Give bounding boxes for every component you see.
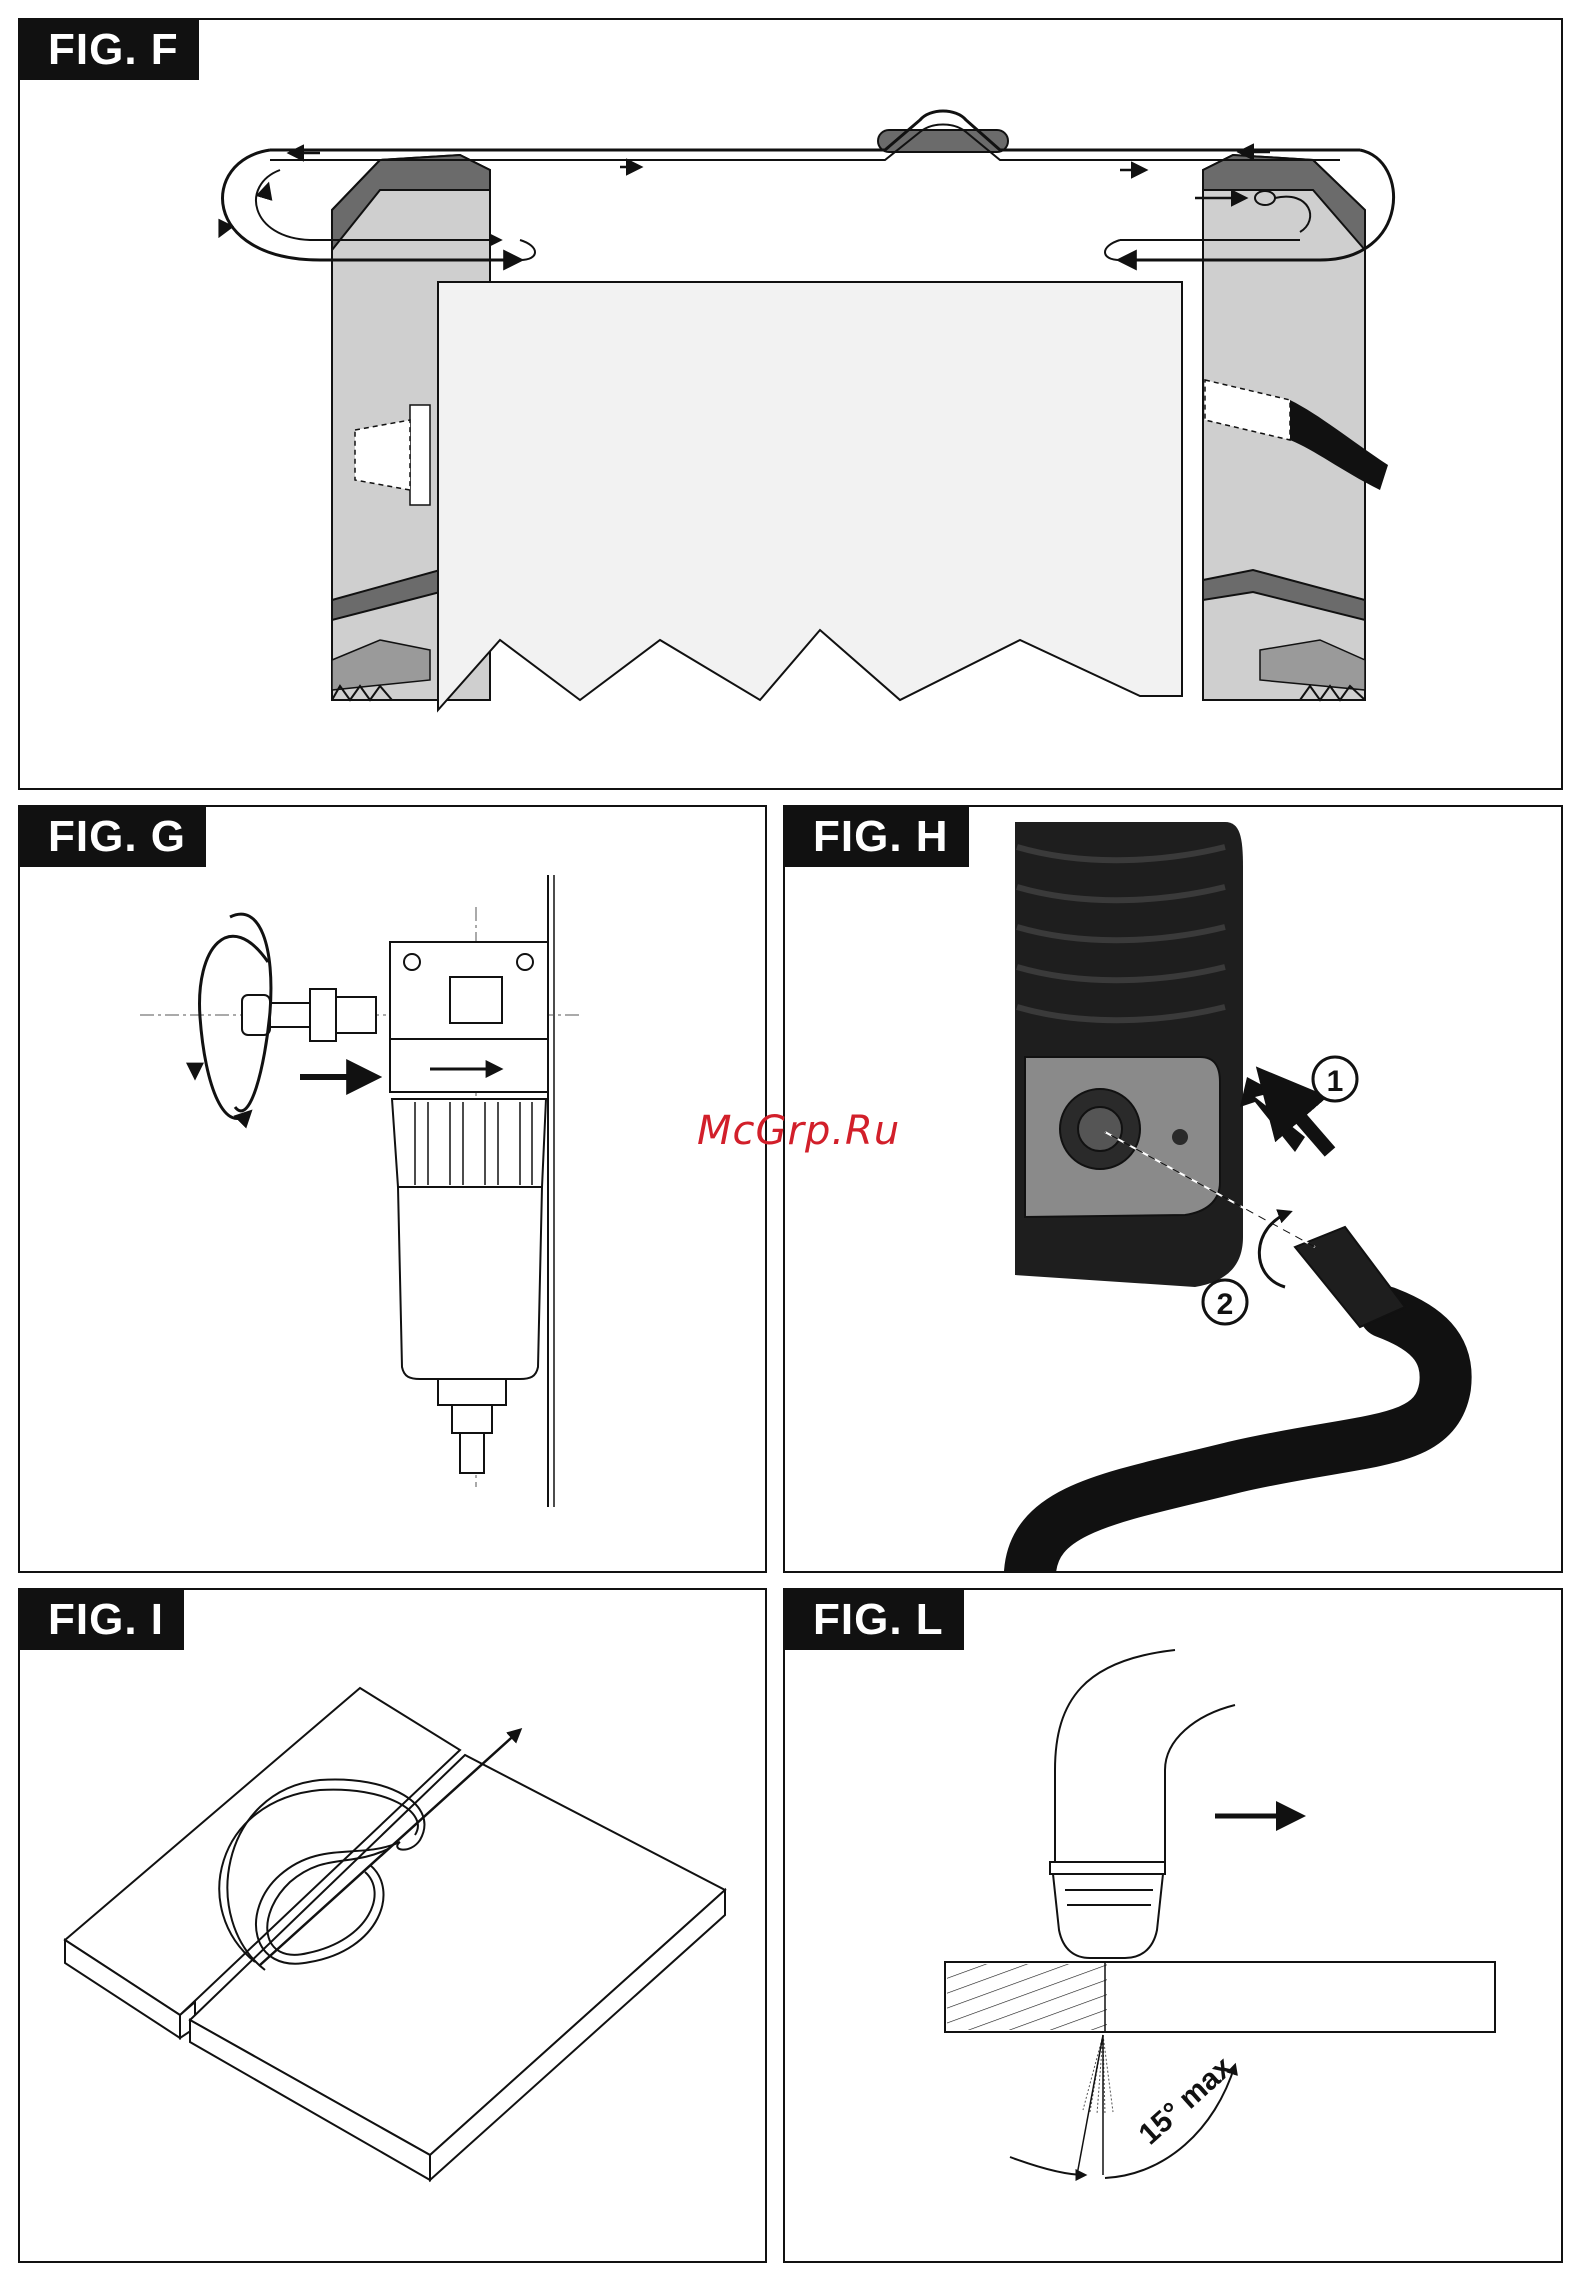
callout-1: 1 <box>1327 1065 1344 1098</box>
figure-g-panel: FIG. G <box>18 805 767 1573</box>
plasma-torch <box>1050 1650 1235 1958</box>
cable-plug <box>1295 1227 1405 1327</box>
watermark: McGrp.Ru <box>697 1108 900 1154</box>
figure-f-drawing <box>20 20 1563 790</box>
twist-arrow <box>1259 1212 1290 1287</box>
figure-f-panel: FIG. F <box>18 18 1563 790</box>
figure-i-drawing <box>20 1590 767 2263</box>
torch-cable <box>1030 1312 1446 1572</box>
figure-h-panel: FIG. H 1 2 <box>783 805 1563 1573</box>
angle-arc <box>1010 2157 1085 2175</box>
handle-bar <box>270 111 1360 160</box>
callout-2: 2 <box>1217 1288 1234 1321</box>
workpiece-section <box>945 1962 1495 2032</box>
spark-spray <box>1083 2035 1113 2115</box>
air-fitting <box>242 989 376 1041</box>
right-housing <box>1203 155 1388 700</box>
figure-g-drawing <box>20 807 767 1573</box>
figure-l-drawing: 15° max <box>785 1590 1563 2263</box>
figure-h-drawing: 1 2 <box>785 807 1563 1573</box>
angle-label: 15° max <box>1133 2050 1240 2151</box>
figure-i-panel: FIG. I <box>18 1588 767 2263</box>
front-cover <box>438 282 1182 710</box>
figure-l-panel: FIG. L <box>783 1588 1563 2263</box>
